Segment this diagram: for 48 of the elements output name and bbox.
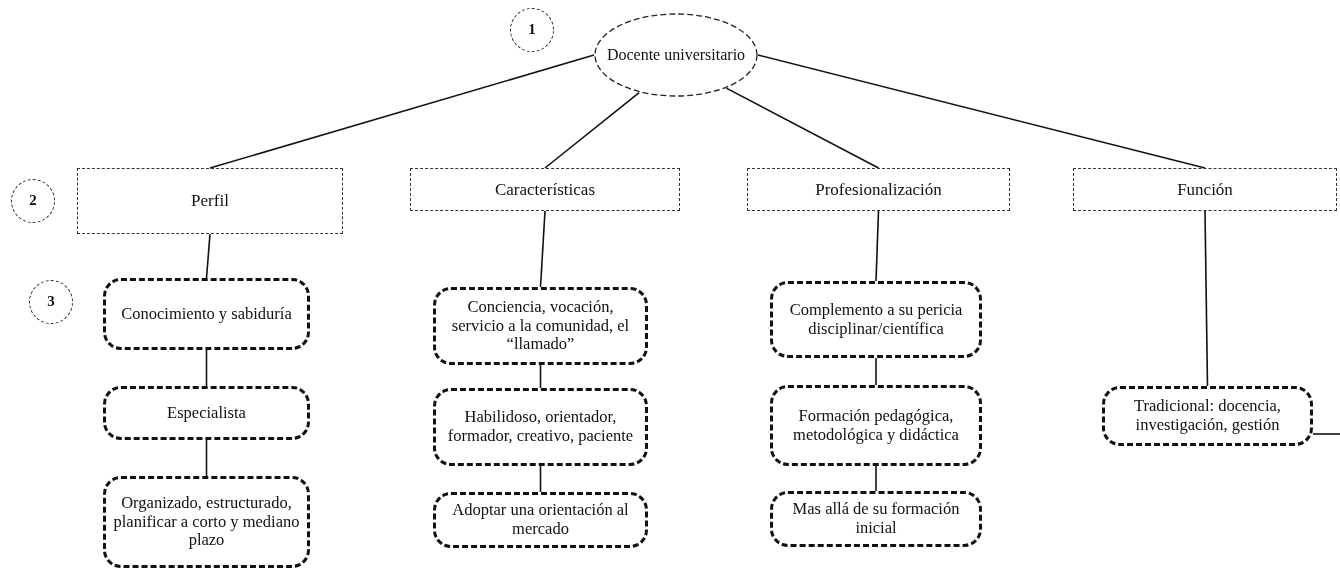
node-text: Especialista bbox=[167, 403, 246, 423]
node-text: Organizado, estructurado, planificar a corto y mediano plazo bbox=[112, 493, 301, 551]
connector-line bbox=[205, 233, 211, 279]
step-number: 1 bbox=[528, 21, 536, 39]
category-box bbox=[747, 168, 1010, 211]
node-text: Conocimiento y sabiduría bbox=[121, 304, 292, 324]
node-text: Habilidoso, orientador, formador, creativo, paciente bbox=[446, 408, 635, 446]
node-text: Formación pedagógica, metodológica y didáctica bbox=[792, 406, 960, 445]
step-number: 3 bbox=[47, 293, 55, 311]
node-text: Profesionalización bbox=[815, 179, 942, 200]
item-box bbox=[433, 492, 648, 548]
node-text: Adoptar una orientación al mercado bbox=[451, 501, 630, 539]
item-box bbox=[103, 278, 310, 350]
connector-line bbox=[544, 91, 640, 169]
category-box bbox=[77, 168, 343, 234]
root-ellipse bbox=[594, 13, 758, 97]
node-text: Tradicional: docencia, investigación, gestión bbox=[1133, 397, 1282, 435]
item-box bbox=[770, 281, 982, 358]
item-box bbox=[103, 476, 310, 568]
connector-line bbox=[539, 210, 546, 288]
step-number: 2 bbox=[29, 192, 37, 210]
connector-line bbox=[1204, 210, 1209, 387]
connector-line bbox=[205, 349, 208, 387]
node-text: Docente universitario bbox=[606, 45, 746, 65]
category-box bbox=[1073, 168, 1337, 211]
item-box bbox=[770, 491, 982, 547]
connector-line bbox=[205, 439, 208, 477]
item-box bbox=[103, 386, 310, 440]
connector-line bbox=[539, 465, 542, 493]
node-text: Perfil bbox=[191, 191, 229, 211]
category-box bbox=[410, 168, 680, 211]
node-text: Conciencia, vocación, servicio a la comunidad, el “llamado” bbox=[450, 297, 631, 355]
item-box bbox=[1102, 386, 1313, 446]
connector-line bbox=[875, 357, 877, 386]
connector-line bbox=[209, 54, 595, 169]
node-text: Mas allá de su formación inicial bbox=[791, 500, 961, 538]
node-text: Función bbox=[1177, 179, 1233, 200]
node-text: Complemento a su pericia disciplinar/científica bbox=[788, 300, 964, 339]
connector-line bbox=[875, 210, 880, 282]
node-text: Características bbox=[494, 179, 596, 200]
connector-line bbox=[539, 364, 542, 389]
item-box bbox=[770, 385, 982, 466]
connector-line bbox=[875, 465, 877, 492]
connector-line bbox=[757, 54, 1206, 169]
item-box bbox=[433, 287, 648, 365]
item-box bbox=[433, 388, 648, 466]
connector-line bbox=[1312, 433, 1340, 435]
connector-line bbox=[725, 87, 880, 169]
